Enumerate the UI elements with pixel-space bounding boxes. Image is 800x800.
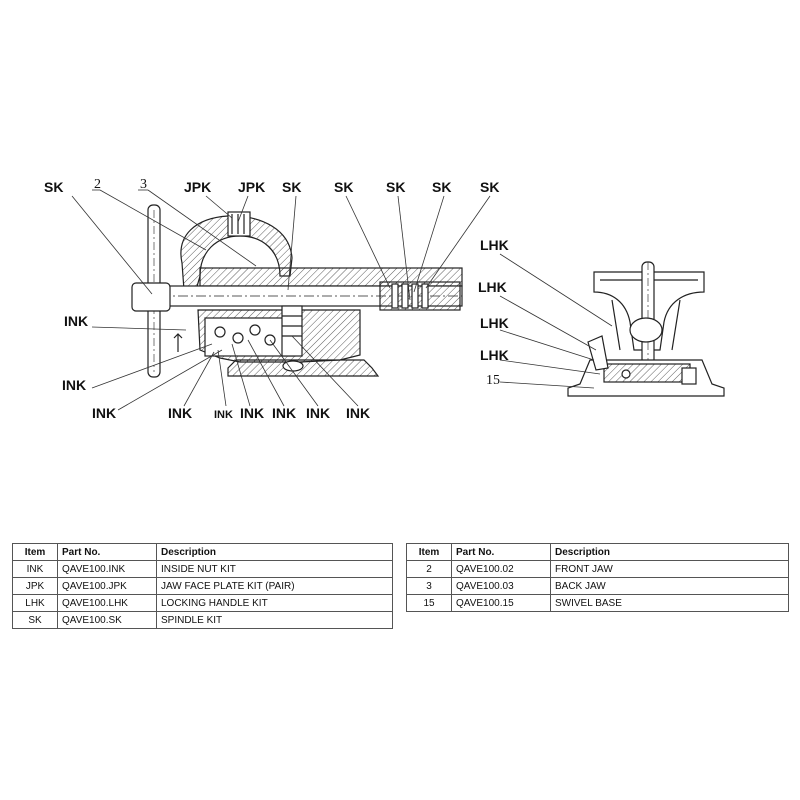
cell-item: JPK	[12, 577, 58, 595]
table-row: 15 QAVE100.15 SWIVEL BASE	[406, 594, 789, 612]
spindle-spring	[391, 283, 429, 309]
swivel-base	[227, 359, 380, 377]
cell-description: BACK JAW	[550, 577, 789, 595]
cell-item: 2	[406, 560, 452, 578]
callout-top-2: 2	[94, 177, 101, 192]
locking-handle-right	[681, 367, 697, 385]
callout-top-5: JPK	[238, 179, 265, 195]
table-row: SK QAVE100.SK SPINDLE KIT	[12, 611, 393, 629]
header-part-no: Part No.	[451, 543, 551, 561]
callout-bottom-4: INK	[272, 405, 296, 421]
table-row: INK QAVE100.INK INSIDE NUT KIT	[12, 560, 393, 578]
callout-bottom-5: INK	[306, 405, 330, 421]
cell-item: LHK	[12, 594, 58, 612]
cell-part-no: QAVE100.INK	[57, 560, 157, 578]
callout-side-4: LHK	[480, 347, 509, 363]
kit-parts-table: Item Part No. Description INK QAVE100.IN…	[12, 543, 393, 629]
leader-lines	[71, 189, 613, 411]
table-row: 3 QAVE100.03 BACK JAW	[406, 577, 789, 595]
callout-left-2: INK	[62, 377, 86, 393]
callout-bottom-1: INK	[168, 405, 192, 421]
callout-top-3: 3	[140, 177, 147, 192]
callout-side-1: LHK	[480, 237, 509, 253]
cell-part-no: QAVE100.02	[451, 560, 551, 578]
cell-item: INK	[12, 560, 58, 578]
cell-item: 3	[406, 577, 452, 595]
callout-bottom-6: INK	[346, 405, 370, 421]
table-row: 2 QAVE100.02 FRONT JAW	[406, 560, 789, 578]
callout-top-1: SK	[44, 179, 63, 195]
cell-description: FRONT JAW	[550, 560, 789, 578]
front-view-nut	[629, 317, 663, 343]
cell-item: SK	[12, 611, 58, 629]
component-parts-table: Item Part No. Description 2 QAVE100.02 F…	[406, 543, 789, 612]
cell-part-no: QAVE100.LHK	[57, 594, 157, 612]
table-header-row: Item Part No. Description	[12, 543, 393, 561]
table-header-row: Item Part No. Description	[406, 543, 789, 561]
callout-top-10: SK	[480, 179, 499, 195]
cell-part-no: QAVE100.SK	[57, 611, 157, 629]
cell-part-no: QAVE100.03	[451, 577, 551, 595]
header-item: Item	[406, 543, 452, 561]
callout-top-8: SK	[386, 179, 405, 195]
callout-side-3: LHK	[480, 315, 509, 331]
callout-left-3: INK	[92, 405, 116, 421]
callout-top-4: JPK	[184, 179, 211, 195]
header-item: Item	[12, 543, 58, 561]
side-section-view	[131, 204, 463, 378]
cell-description: INSIDE NUT KIT	[156, 560, 393, 578]
cell-item: 15	[406, 594, 452, 612]
callout-labels: SK 2 3 JPK JPK SK SK SK SK SK INK INK IN…	[44, 177, 509, 421]
locking-handle-left	[587, 335, 609, 371]
cell-part-no: QAVE100.15	[451, 594, 551, 612]
callout-left-1: INK	[64, 313, 88, 329]
callout-side-2: LHK	[478, 279, 507, 295]
cell-description: SWIVEL BASE	[550, 594, 789, 612]
cell-description: LOCKING HANDLE KIT	[156, 594, 393, 612]
callout-bottom-2: INK	[214, 409, 233, 421]
callout-top-7: SK	[334, 179, 353, 195]
callout-top-9: SK	[432, 179, 451, 195]
header-description: Description	[156, 543, 393, 561]
front-view	[567, 261, 725, 397]
header-part-no: Part No.	[57, 543, 157, 561]
cell-part-no: QAVE100.JPK	[57, 577, 157, 595]
callout-side-5: 15	[486, 373, 500, 388]
cell-description: JAW FACE PLATE KIT (PAIR)	[156, 577, 393, 595]
table-row: LHK QAVE100.LHK LOCKING HANDLE KIT	[12, 594, 393, 612]
handle-hub	[131, 282, 171, 312]
callout-top-6: SK	[282, 179, 301, 195]
jaw-face-plate	[227, 211, 251, 237]
header-description: Description	[550, 543, 789, 561]
table-row: JPK QAVE100.JPK JAW FACE PLATE KIT (PAIR…	[12, 577, 393, 595]
cell-description: SPINDLE KIT	[156, 611, 393, 629]
callout-bottom-3: INK	[240, 405, 264, 421]
